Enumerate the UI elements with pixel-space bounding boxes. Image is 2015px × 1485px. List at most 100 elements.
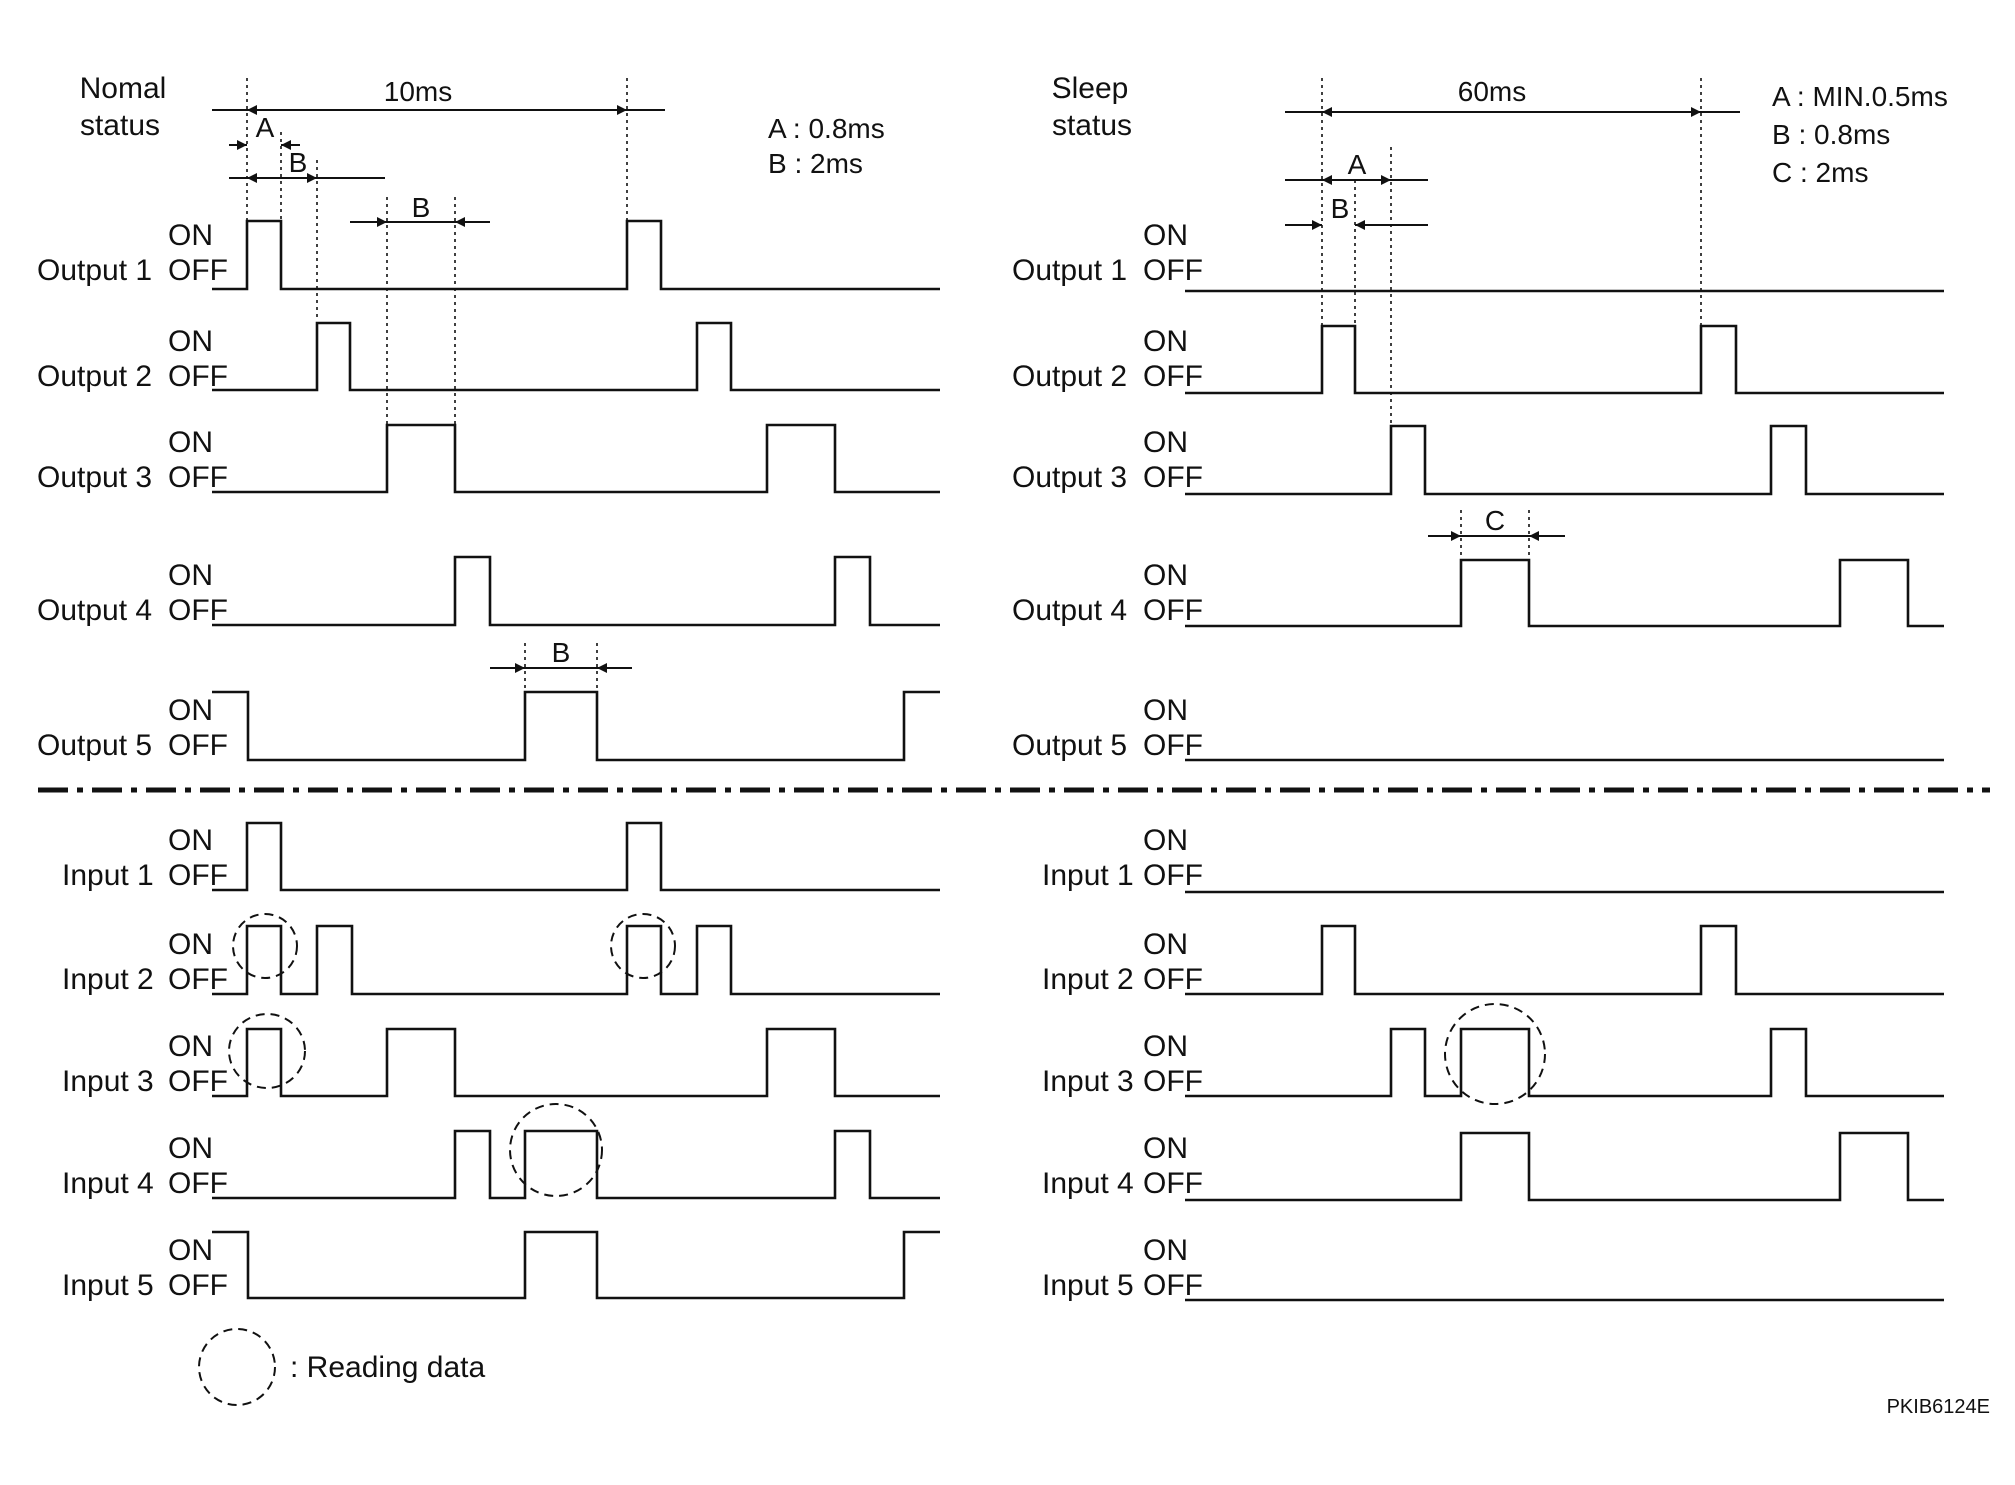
normal-output-3-waveform — [212, 423, 940, 494]
normal-input-2-on: ON — [168, 928, 213, 961]
normal-input-4-waveform — [212, 1129, 940, 1200]
normal-output-4-name: Output 4 — [37, 594, 152, 627]
normal-input-3-waveform — [212, 1027, 940, 1098]
sleep-input-3-waveform — [1185, 1027, 1944, 1098]
sleep-output-4-off: OFF — [1143, 594, 1203, 627]
sleep-input-2-waveform — [1185, 924, 1944, 996]
sleep-output-5-on: ON — [1143, 694, 1188, 727]
sleep-period-label: 60ms — [1458, 76, 1526, 107]
reading-data-circle — [232, 913, 298, 979]
normal-output-5-waveform — [212, 690, 940, 762]
sleep-input-5-off: OFF — [1143, 1269, 1203, 1302]
normal-input-3-on: ON — [168, 1030, 213, 1063]
normal-output-1-name: Output 1 — [37, 254, 152, 287]
sleep-output-3-name: Output 3 — [1012, 461, 1127, 494]
normal-output-5-off: OFF — [168, 729, 228, 762]
reading-data-circle — [610, 913, 676, 979]
sleep-legend-c: C : 2ms — [1772, 157, 1868, 188]
sleep-input-2-off: OFF — [1143, 963, 1203, 996]
sleep-output-5-name: Output 5 — [1012, 729, 1127, 762]
normal-input-5-off: OFF — [168, 1269, 228, 1302]
sleep-input-1-off: OFF — [1143, 859, 1203, 892]
normal-b1-label: B — [289, 147, 308, 178]
normal-input-1-on: ON — [168, 824, 213, 857]
normal-legend-b: B : 2ms — [768, 148, 863, 179]
sleep-title-line2: status — [1052, 109, 1132, 142]
sleep-a-label: A — [1348, 149, 1367, 180]
sleep-title-line1: Sleep — [1052, 72, 1129, 105]
sleep-output-4-name: Output 4 — [1012, 594, 1127, 627]
sleep-input-2-name: Input 2 — [1042, 963, 1134, 996]
normal-output-2-off: OFF — [168, 360, 228, 393]
normal-input-2-waveform — [212, 924, 940, 996]
normal-output-2-on: ON — [168, 325, 213, 358]
normal-input-5-name: Input 5 — [62, 1269, 154, 1302]
sleep-output-1-name: Output 1 — [1012, 254, 1127, 287]
normal-output-5-name: Output 5 — [37, 729, 152, 762]
normal-output-1-off: OFF — [168, 254, 228, 287]
sleep-input-4-on: ON — [1143, 1132, 1188, 1165]
sleep-input-2-on: ON — [1143, 928, 1188, 961]
normal-output-2-name: Output 2 — [37, 360, 152, 393]
normal-input-3-name: Input 3 — [62, 1065, 154, 1098]
normal-input-1-name: Input 1 — [62, 859, 154, 892]
normal-output-3-on: ON — [168, 426, 213, 459]
sleep-c-label: C — [1485, 505, 1505, 536]
reading-data-legend-label: : Reading data — [290, 1351, 485, 1384]
normal-title-line2: status — [80, 109, 160, 142]
normal-output-3-off: OFF — [168, 461, 228, 494]
figure-code: PKIB6124E — [1887, 1396, 1990, 1418]
sleep-input-3-name: Input 3 — [1042, 1065, 1134, 1098]
sleep-input-5-on: ON — [1143, 1234, 1188, 1267]
sleep-output-1-off: OFF — [1143, 254, 1203, 287]
sleep-input-4-off: OFF — [1143, 1167, 1203, 1200]
reading-data-circle — [1444, 1003, 1546, 1105]
sleep-output-1-on: ON — [1143, 219, 1188, 252]
sleep-output-3-on: ON — [1143, 426, 1188, 459]
normal-output-4-waveform — [212, 555, 940, 627]
normal-input-4-on: ON — [168, 1132, 213, 1165]
normal-a-label: A — [256, 112, 275, 143]
normal-legend-a: A : 0.8ms — [768, 113, 885, 144]
sleep-input-1-on: ON — [1143, 824, 1188, 857]
normal-output-2-waveform — [212, 321, 940, 392]
normal-input-4-name: Input 4 — [62, 1167, 154, 1200]
normal-input-1-off: OFF — [168, 859, 228, 892]
normal-input-2-off: OFF — [168, 963, 228, 996]
sleep-input-4-waveform — [1185, 1131, 1944, 1202]
normal-input-3-off: OFF — [168, 1065, 228, 1098]
sleep-legend-b: B : 0.8ms — [1772, 119, 1890, 150]
sleep-output-2-name: Output 2 — [1012, 360, 1127, 393]
normal-output-3-name: Output 3 — [37, 461, 152, 494]
sleep-output-3-waveform — [1185, 424, 1944, 496]
sleep-input-1-name: Input 1 — [1042, 859, 1134, 892]
sleep-output-2-off: OFF — [1143, 360, 1203, 393]
reading-data-circle — [228, 1013, 306, 1089]
sleep-output-4-waveform — [1185, 558, 1944, 628]
sleep-input-3-off: OFF — [1143, 1065, 1203, 1098]
sleep-input-3-on: ON — [1143, 1030, 1188, 1063]
normal-output-5-on: ON — [168, 694, 213, 727]
sleep-legend-a: A : MIN.0.5ms — [1772, 81, 1948, 112]
sleep-input-4-name: Input 4 — [1042, 1167, 1134, 1200]
normal-output-1-on: ON — [168, 219, 213, 252]
normal-title-line1: Nomal — [80, 72, 167, 105]
sleep-row-labels: ON Output 1 OFF ON Output 2 OFF ON Outpu… — [1012, 219, 1203, 1302]
normal-output-1-waveform — [212, 219, 940, 291]
normal-b2-label: B — [412, 192, 431, 223]
normal-input-5-waveform — [212, 1230, 940, 1300]
sleep-output-3-off: OFF — [1143, 461, 1203, 494]
normal-input-1-waveform — [212, 821, 940, 892]
sleep-b-label: B — [1331, 193, 1350, 224]
normal-input-2-name: Input 2 — [62, 963, 154, 996]
normal-b3-label: B — [552, 637, 571, 668]
normal-output-4-on: ON — [168, 559, 213, 592]
sleep-output-2-on: ON — [1143, 325, 1188, 358]
reading-data-legend-icon — [198, 1328, 276, 1406]
normal-input-5-on: ON — [168, 1234, 213, 1267]
sleep-output-4-on: ON — [1143, 559, 1188, 592]
sleep-output-5-off: OFF — [1143, 729, 1203, 762]
reading-data-circle — [509, 1103, 603, 1197]
normal-period-label: 10ms — [384, 76, 452, 107]
